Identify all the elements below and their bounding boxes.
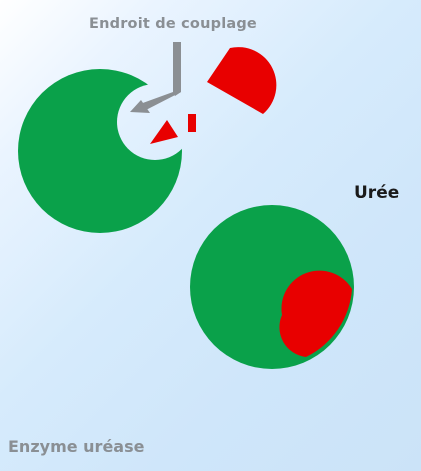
coupling-site-label: Endroit de couplage [89,16,257,32]
arrow-down-left-icon [130,42,181,113]
free-enzyme [18,69,182,233]
enzyme-label: Enzyme uréase [8,437,145,456]
urea-label: Urée [354,183,400,203]
urea-fragment-cone [207,47,277,114]
urea-fragment-bar [188,114,196,132]
complex-bound-urea [279,270,352,357]
urea-fragment-triangle [150,120,178,144]
